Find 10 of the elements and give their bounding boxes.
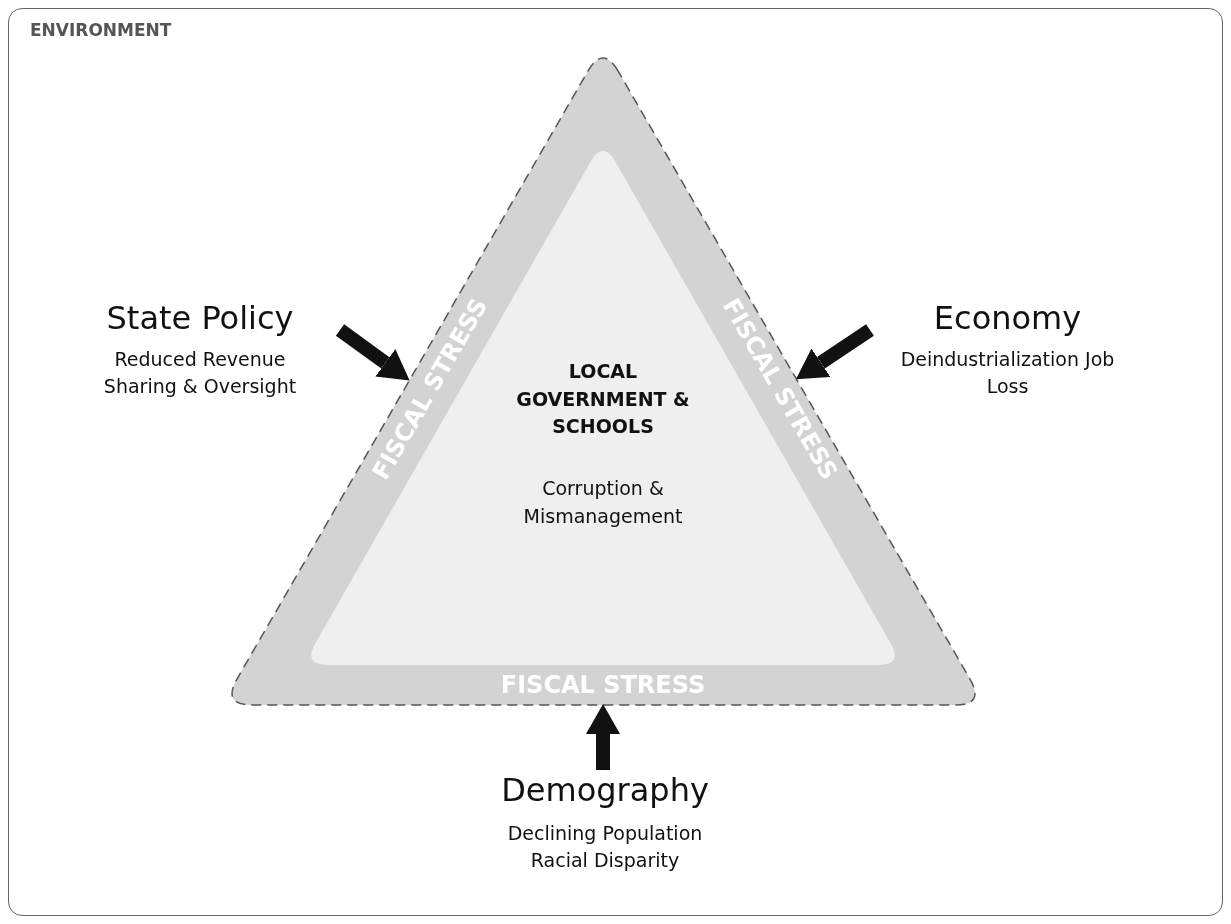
factor-description: Declining Population Racial Disparity xyxy=(506,821,704,873)
factor-description: Reduced Revenue Sharing & Oversight xyxy=(102,347,298,399)
arrow xyxy=(586,704,620,770)
frame-title: ENVIRONMENT xyxy=(30,20,173,42)
factor-description: Deindustrialization Job Loss xyxy=(899,347,1116,399)
center-description: Corruption & Mismanagement xyxy=(522,476,684,529)
factor-heading: Demography xyxy=(500,770,710,810)
factor-heading: Economy xyxy=(932,298,1083,338)
factor-heading: State Policy xyxy=(105,298,295,338)
center-title: LOCAL GOVERNMENT & SCHOOLS xyxy=(515,359,691,440)
